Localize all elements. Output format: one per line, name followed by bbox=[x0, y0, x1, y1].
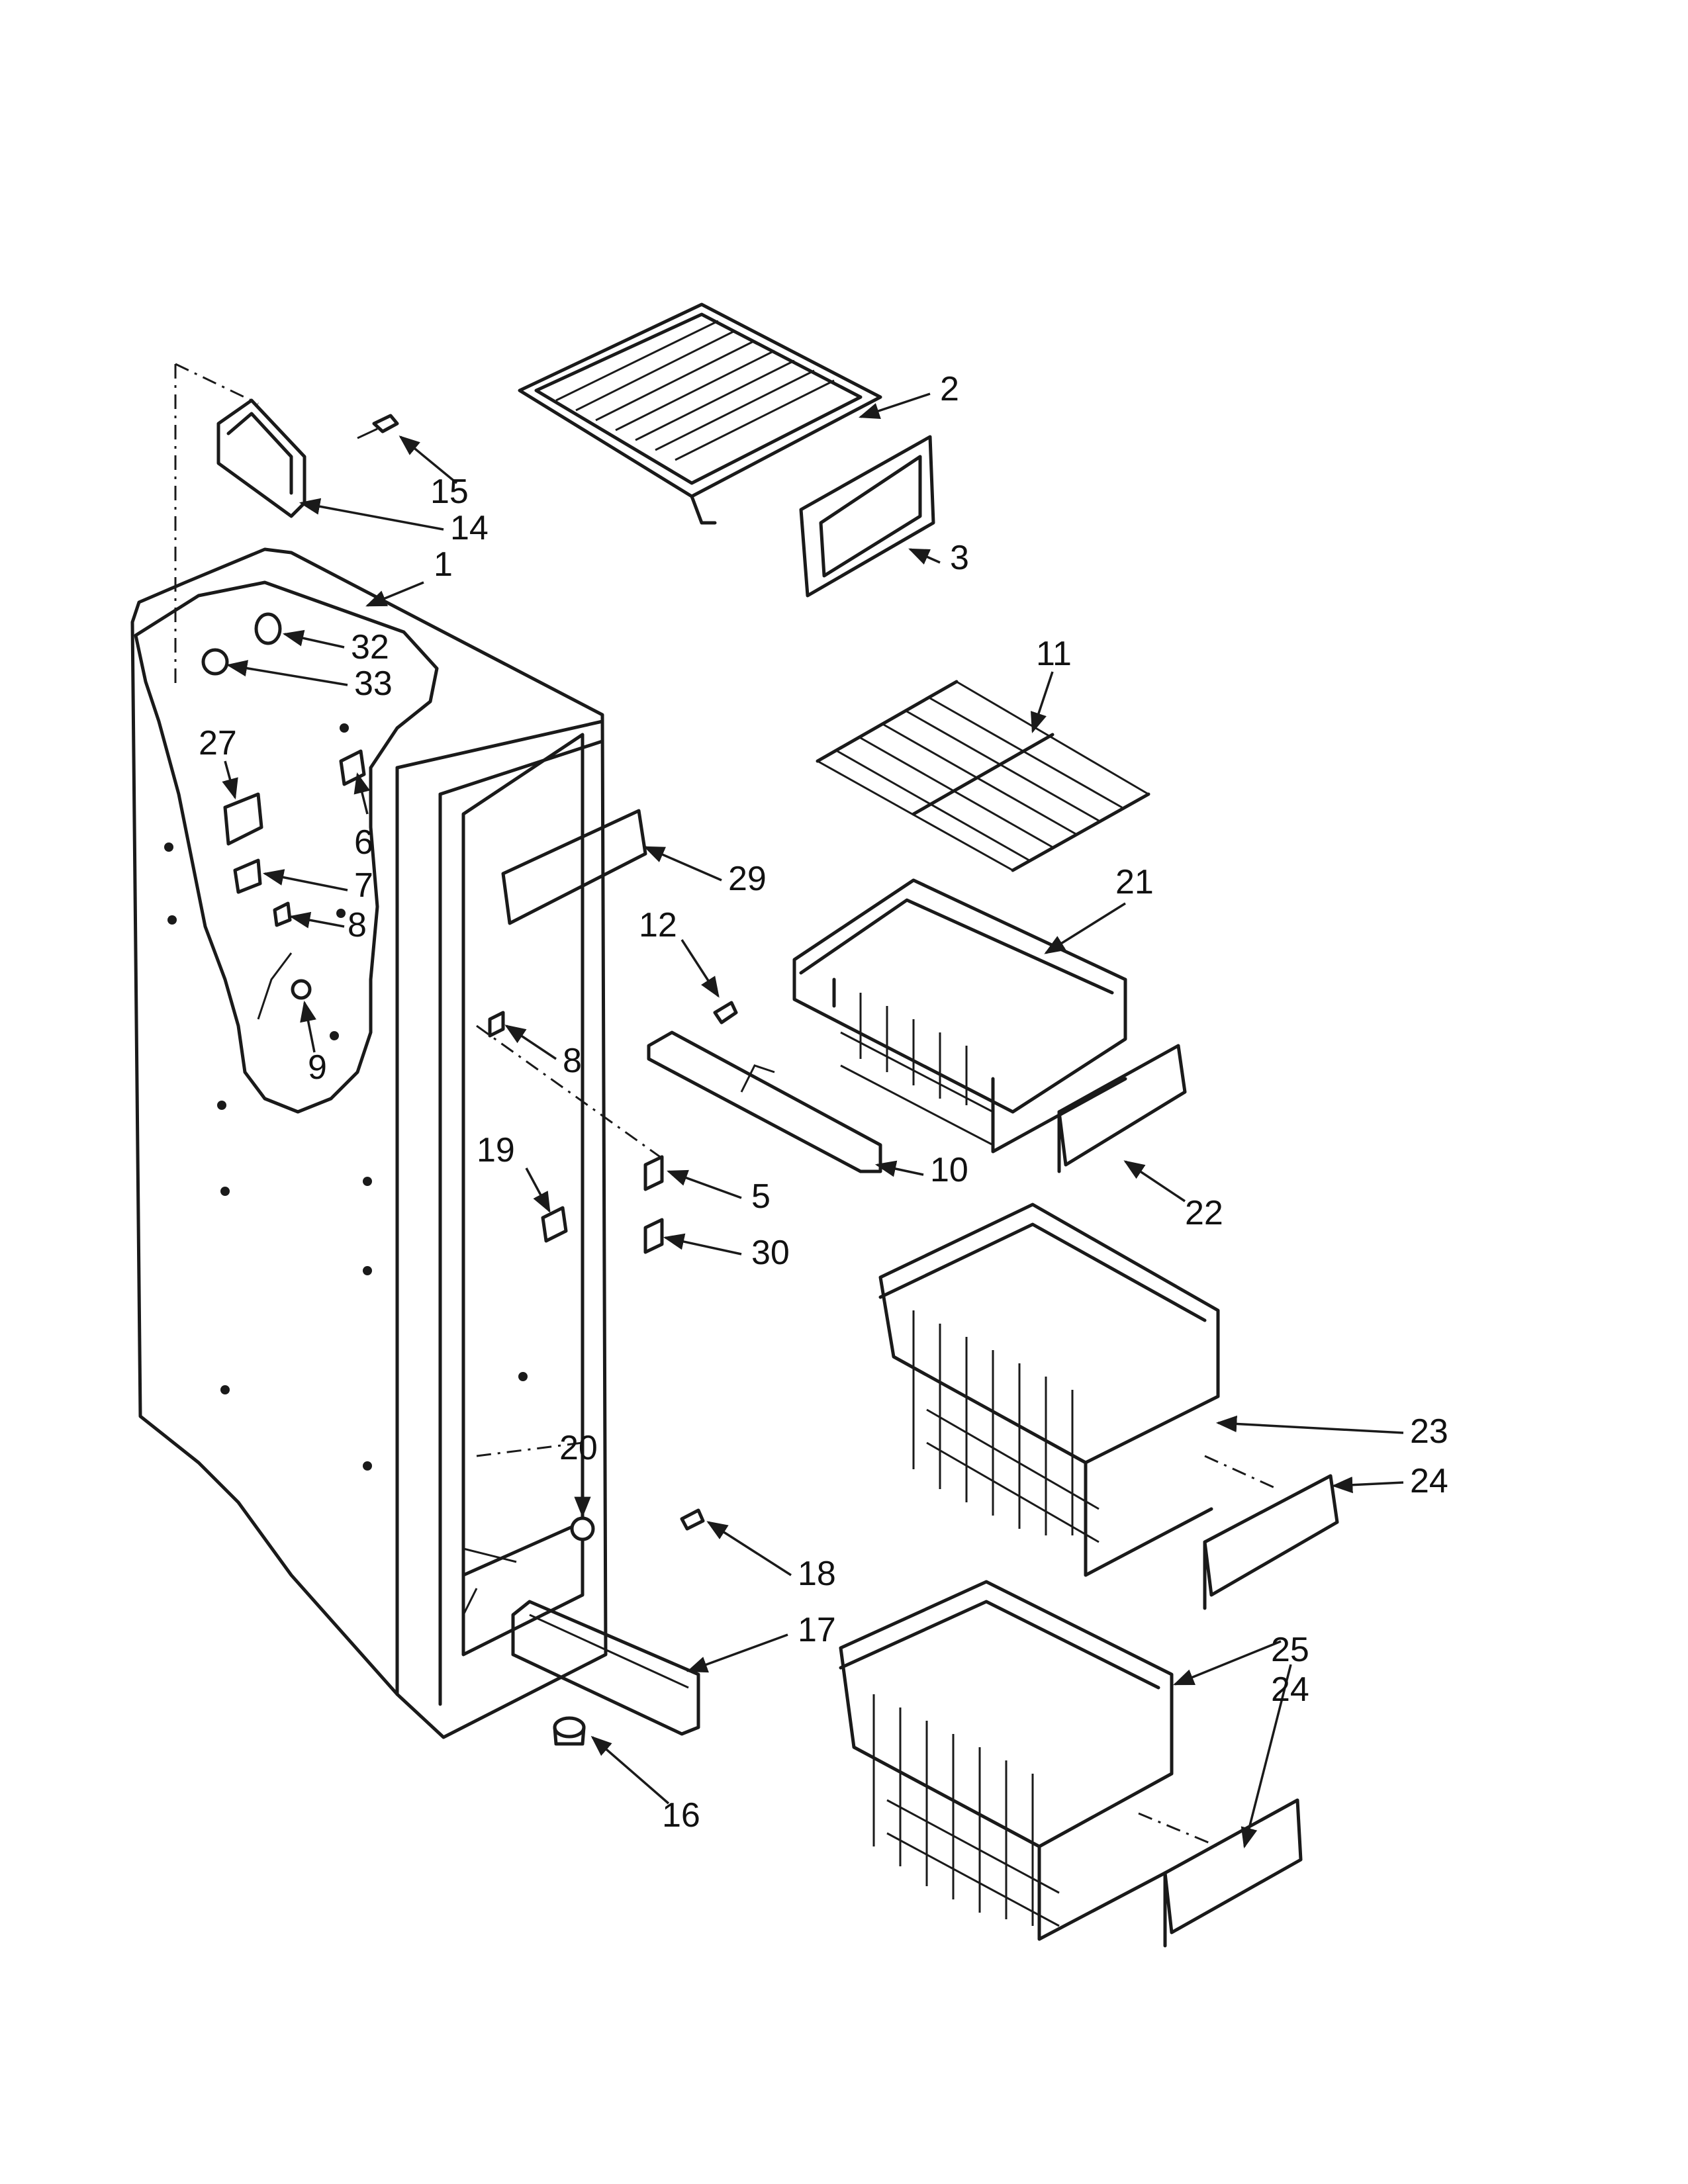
clip-30 bbox=[643, 1218, 664, 1254]
callout-22: 22 bbox=[1185, 1194, 1223, 1232]
hinge-bracket bbox=[216, 398, 306, 518]
foot-16 bbox=[553, 1716, 586, 1746]
leader-lines bbox=[222, 392, 1404, 1849]
assembly-line-hinge bbox=[175, 363, 259, 405]
callout-3: 3 bbox=[950, 539, 969, 577]
callout-24-middle: 24 bbox=[1410, 1462, 1448, 1500]
callout-8-upper: 8 bbox=[348, 906, 367, 944]
callout-7: 7 bbox=[354, 866, 373, 905]
lower-wire-basket bbox=[839, 1580, 1174, 1941]
assembly-line-basket bbox=[1204, 1455, 1278, 1490]
callout-33: 33 bbox=[354, 664, 393, 703]
assembly-line-drain bbox=[476, 1441, 583, 1457]
drain-trough-17 bbox=[511, 1600, 700, 1736]
callout-27: 27 bbox=[199, 724, 237, 762]
callout-9: 9 bbox=[308, 1048, 327, 1087]
clip-6 bbox=[339, 749, 366, 786]
callout-12: 12 bbox=[639, 906, 677, 944]
callout-15: 15 bbox=[430, 473, 469, 511]
screw-18 bbox=[680, 1508, 705, 1531]
callout-8-lower: 8 bbox=[563, 1042, 582, 1080]
wire-shelf bbox=[816, 680, 1150, 872]
callout-21: 21 bbox=[1115, 863, 1154, 901]
clip-7 bbox=[233, 858, 262, 894]
screw-15 bbox=[357, 414, 399, 439]
upper-basket-front bbox=[1057, 1044, 1187, 1173]
callout-labels: 1 2 3 5 6 7 8 8 9 10 11 12 14 15 16 17 1… bbox=[199, 370, 1448, 1835]
callout-17: 17 bbox=[798, 1611, 836, 1649]
switch-27 bbox=[223, 792, 263, 846]
callout-18: 18 bbox=[798, 1555, 836, 1593]
assembly-line-bracket bbox=[476, 1024, 663, 1160]
clip-8-upper bbox=[273, 901, 292, 927]
callout-11: 11 bbox=[1036, 635, 1072, 673]
plug-20 bbox=[570, 1516, 595, 1541]
light-bulb-33 bbox=[201, 648, 229, 676]
lower-basket-front bbox=[1163, 1798, 1303, 1948]
callout-30: 30 bbox=[751, 1234, 790, 1272]
callout-1: 1 bbox=[434, 545, 453, 584]
clip-8-lower bbox=[488, 1011, 505, 1038]
callout-24-lower: 24 bbox=[1271, 1670, 1309, 1709]
callout-32: 32 bbox=[351, 628, 389, 666]
callout-16: 16 bbox=[662, 1796, 700, 1835]
shelf-front-trim bbox=[799, 435, 935, 598]
assembly-line-basket-lower bbox=[1138, 1812, 1219, 1848]
thermostat-19 bbox=[541, 1206, 568, 1243]
callout-19: 19 bbox=[477, 1131, 515, 1169]
light-socket-32 bbox=[254, 612, 282, 645]
clip-5 bbox=[643, 1155, 664, 1191]
screw-12 bbox=[713, 1001, 738, 1024]
callout-10: 10 bbox=[930, 1151, 968, 1189]
basket-support-bracket bbox=[647, 1030, 882, 1173]
glass-shelf-frame bbox=[518, 302, 882, 525]
callout-23: 23 bbox=[1410, 1412, 1448, 1451]
upper-wire-basket bbox=[792, 878, 1127, 1154]
callout-5: 5 bbox=[751, 1177, 771, 1216]
freezer-liner bbox=[130, 547, 608, 1739]
callout-14: 14 bbox=[450, 509, 489, 547]
middle-wire-basket bbox=[878, 1203, 1220, 1577]
callout-20: 20 bbox=[559, 1429, 598, 1467]
callout-25: 25 bbox=[1271, 1631, 1309, 1669]
screw-9 bbox=[291, 979, 312, 1000]
middle-basket-front bbox=[1203, 1474, 1339, 1610]
callout-2: 2 bbox=[940, 370, 959, 408]
callout-6: 6 bbox=[354, 823, 373, 862]
door-trim-strip bbox=[501, 809, 647, 925]
callout-29: 29 bbox=[728, 860, 767, 898]
